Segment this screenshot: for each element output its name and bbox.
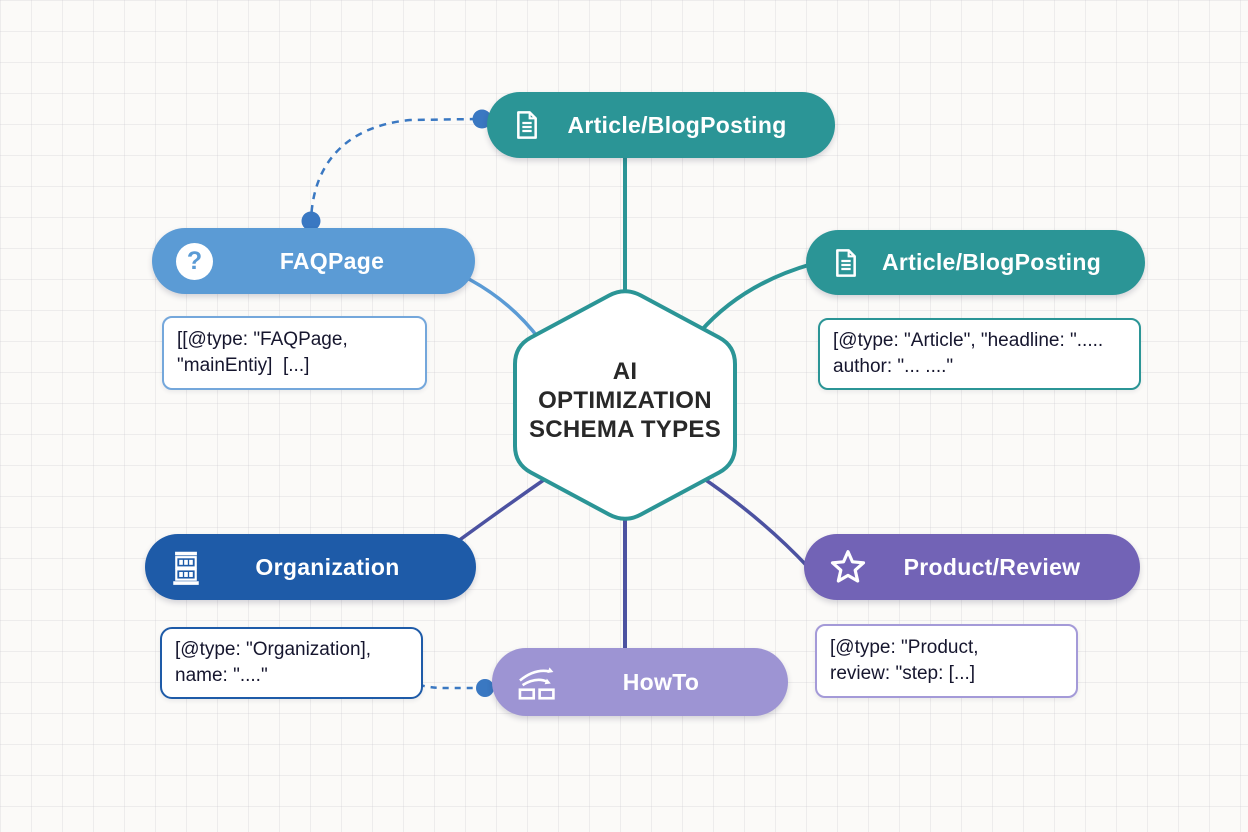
node-pill-article-right: Article/BlogPosting	[806, 230, 1145, 295]
node-label: HowTo	[622, 668, 700, 695]
connector-dot	[476, 679, 494, 697]
star-icon	[828, 547, 868, 587]
node-label: Product/Review	[903, 553, 1081, 580]
building-icon	[169, 549, 203, 586]
connector-dot	[472, 109, 492, 129]
code-line: [@type: "Article", "headline: ".....	[833, 330, 1104, 351]
steps-icon	[516, 664, 558, 701]
code-box-product-review: [@type: "Product, review: "step: [...]	[815, 624, 1078, 698]
question-icon: ?	[176, 242, 213, 280]
hexagon-title: AI OPTIMIZATION SCHEMA TYPES	[515, 357, 735, 444]
connector-dot	[301, 211, 321, 231]
connector-product-review	[699, 474, 810, 569]
node-pill-howto: HowTo	[492, 648, 788, 716]
document-icon	[511, 109, 543, 141]
code-line: author: "... ...."	[833, 356, 954, 377]
code-box-faqpage: [[@type: "FAQPage, "mainEntiy] [...]	[162, 316, 427, 390]
hexagon-title-line: SCHEMA TYPES	[528, 416, 722, 443]
code-line: [[@type: "FAQPage,	[177, 329, 348, 350]
code-box-article-right: [@type: "Article", "headline: "..... aut…	[818, 318, 1141, 390]
hexagon-title-line: AI	[612, 358, 638, 385]
document-icon	[830, 247, 862, 279]
dashed-connector-organization-to-howto	[392, 660, 478, 690]
question-glyph: ?	[176, 242, 213, 280]
node-label: Organization	[255, 553, 400, 580]
dashed-connector-faqpage-to-article	[309, 117, 479, 226]
code-line: name: "...."	[175, 665, 268, 686]
node-pill-organization: Organization	[145, 534, 476, 600]
node-pill-product-review: Product/Review	[804, 534, 1140, 600]
code-box-organization: [@type: "Organization], name: "...."	[160, 627, 423, 699]
node-label: Article/BlogPosting	[567, 111, 787, 138]
node-pill-article-top: Article/BlogPosting	[487, 92, 835, 158]
hexagon-title-line: OPTIMIZATION	[538, 387, 712, 414]
code-line: review: "step: [...]	[830, 663, 976, 684]
code-line: [@type: "Product,	[830, 637, 979, 658]
node-label: FAQPage	[279, 247, 385, 274]
node-label: Article/BlogPosting	[881, 249, 1102, 275]
connector-article-right	[698, 262, 813, 334]
code-line: [@type: "Organization],	[175, 639, 372, 660]
node-pill-faqpage: ? FAQPage	[152, 228, 475, 294]
code-line: "mainEntiy] [...]	[177, 355, 310, 376]
hexagon-shape	[513, 289, 737, 521]
